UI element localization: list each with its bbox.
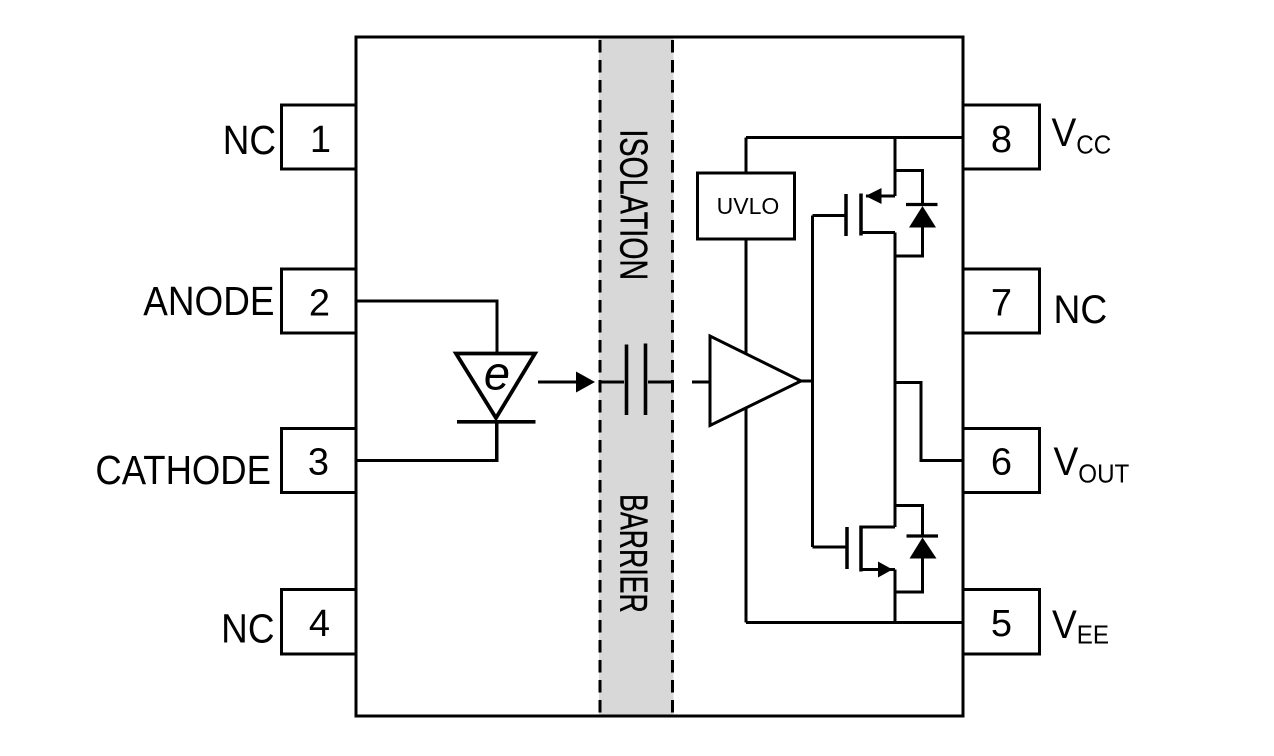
svg-text:ISOLATION: ISOLATION [612, 129, 655, 280]
svg-text:BARRIER: BARRIER [611, 494, 654, 613]
svg-text:2: 2 [309, 283, 330, 325]
svg-text:7: 7 [991, 283, 1012, 325]
svg-text:8: 8 [991, 119, 1012, 161]
svg-text:UVLO: UVLO [717, 193, 780, 219]
svg-text:3: 3 [308, 442, 329, 484]
svg-text:CATHODE: CATHODE [95, 448, 271, 493]
svg-text:NC: NC [221, 607, 274, 652]
svg-text:4: 4 [309, 603, 330, 645]
svg-text:1: 1 [310, 119, 331, 161]
svg-text:ANODE: ANODE [143, 279, 274, 324]
svg-text:5: 5 [991, 603, 1012, 645]
svg-text:6: 6 [991, 442, 1012, 484]
svg-text:NC: NC [223, 118, 276, 163]
svg-text:NC: NC [1054, 288, 1108, 333]
svg-text:e: e [484, 347, 510, 400]
